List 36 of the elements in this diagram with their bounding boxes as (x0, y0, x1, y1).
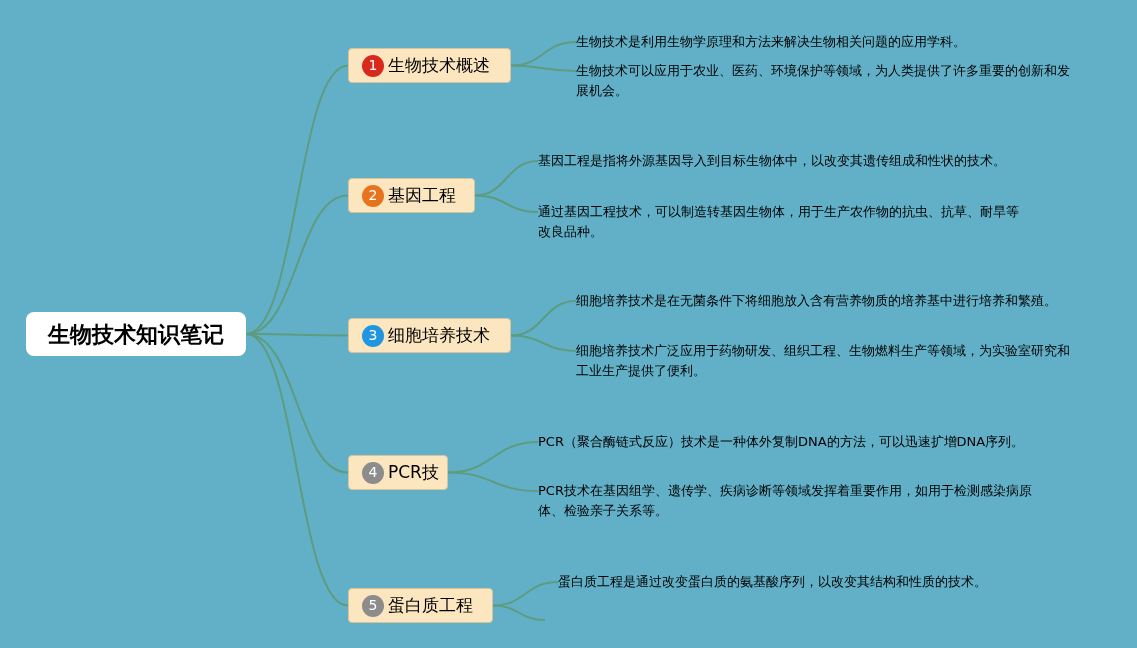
note-text: 基因工程是指将外源基因导入到目标生物体中，以改变其遗传组成和性状的技术。 (538, 151, 1028, 171)
note-text: 通过基因工程技术，可以制造转基因生物体，用于生产农作物的抗虫、抗草、耐旱等改良品种。 (538, 202, 1028, 242)
connector-line (474, 194, 539, 213)
topic-label: 蛋白质工程 (388, 593, 473, 617)
note-text: 生物技术可以应用于农业、医药、环境保护等领域，为人类提供了许多重要的创新和发展机会。 (576, 61, 1076, 101)
note-text: 细胞培养技术广泛应用于药物研发、组织工程、生物燃料生产等领域，为实验室研究和工业生产提供了便利。 (576, 341, 1076, 381)
note-text: 蛋白质工程是通过改变蛋白质的氨基酸序列，以改变其结构和性质的技术。 (558, 572, 1058, 592)
number-badge: 5 (362, 594, 384, 617)
note-text: 细胞培养技术是在无菌条件下将细胞放入含有营养物质的培养基中进行培养和繁殖。 (576, 291, 1076, 311)
connector-line (510, 64, 577, 72)
connector-line (474, 160, 539, 197)
topic-label: PCR技 (388, 460, 439, 484)
connector-line (447, 471, 539, 492)
topic-label: 细胞培养技术 (388, 323, 490, 347)
note-text: PCR技术在基因组学、遗传学、疾病诊断等领域发挥着重要作用，如用于检测感染病原体、检验亲子关系等。 (538, 481, 1038, 521)
number-badge: 3 (362, 324, 384, 347)
topic-box (348, 588, 493, 623)
connector-line (510, 300, 577, 337)
topic-box (348, 48, 511, 83)
topic-box (348, 178, 475, 213)
topic-label: 基因工程 (388, 183, 456, 207)
topic-box (348, 455, 448, 490)
note-text: PCR（聚合酶链式反应）技术是一种体外复制DNA的方法，可以迅速扩增DNA序列。 (538, 432, 1038, 452)
connector-line (492, 581, 559, 607)
connector-line (492, 604, 546, 621)
number-badge: 2 (362, 184, 384, 207)
number-badge: 4 (362, 461, 384, 484)
connector-line (510, 41, 577, 67)
connector-line (245, 333, 349, 607)
connector-line (447, 441, 539, 474)
topic-box (348, 318, 511, 353)
number-badge: 1 (362, 54, 384, 77)
topic-label: 生物技术概述 (388, 53, 490, 77)
note-text: 生物技术是利用生物学原理和方法来解决生物相关问题的应用学科。 (576, 32, 1076, 52)
root-topic: 生物技术知识笔记 (26, 312, 246, 356)
connector-line (510, 334, 577, 352)
